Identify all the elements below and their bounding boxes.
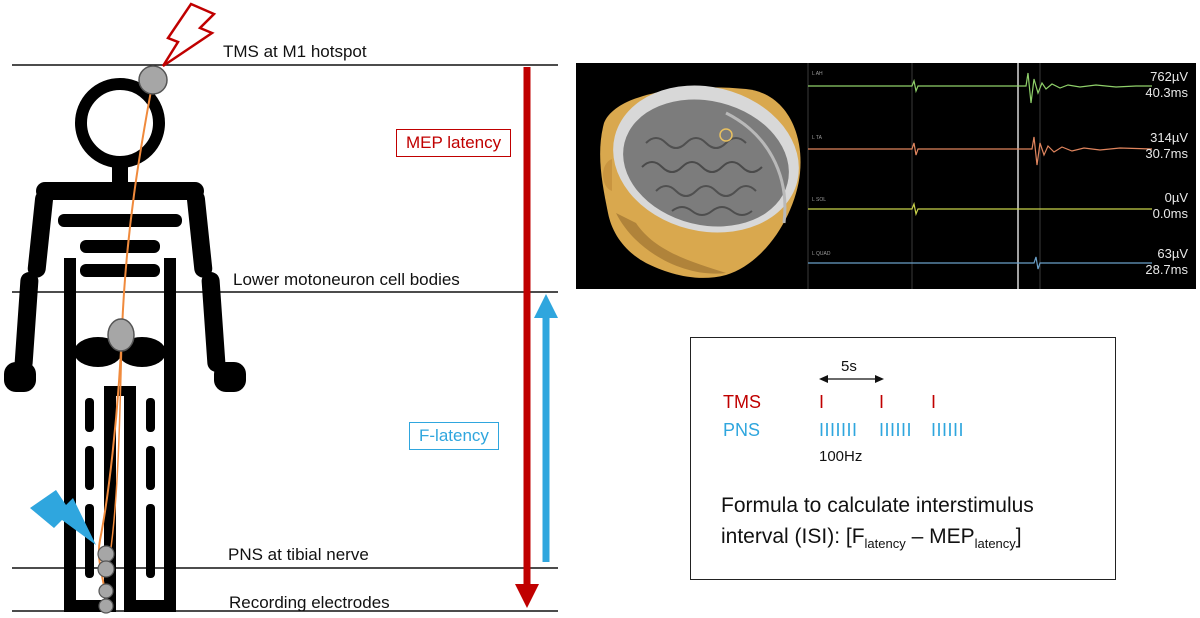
mep-arrow-head [515, 584, 539, 608]
label-lmn-level: Lower motoneuron cell bodies [233, 270, 460, 289]
brain-surface [623, 99, 789, 227]
frequency-label: 100Hz [819, 448, 863, 465]
arm-lower-right [201, 271, 226, 372]
neck [112, 166, 128, 186]
emg-amp-3: 0µV [1164, 190, 1188, 205]
target-marker [719, 128, 733, 142]
emg-readout-4: 63µV 28.7ms [1145, 246, 1188, 278]
bone-left-3 [85, 504, 94, 578]
tms-pulse-1: I [819, 392, 825, 412]
f-latency-label: F-latency [409, 422, 499, 450]
emg-trace-3 [808, 201, 1152, 217]
mep-latency-label: MEP latency [396, 129, 512, 157]
node-spinal [107, 318, 135, 352]
head [75, 78, 165, 168]
arm-inner-left [64, 258, 76, 338]
leg-left-outer [64, 330, 76, 612]
gyri-3 [655, 185, 757, 197]
emg-amp-1: 762µV [1150, 69, 1188, 84]
gyri-2 [641, 161, 763, 173]
formula-line-2: interval (ISI): [Flatency – MEPlatency] [721, 525, 1022, 551]
emg-lat-1: 40.3ms [1145, 85, 1188, 100]
pns-train-2: IIIIII [879, 420, 913, 440]
formula-line-1: Formula to calculate interstimulus [721, 494, 1034, 517]
node-cortex [138, 65, 168, 95]
emg-trace-2-tag: L TA [812, 135, 822, 141]
emg-lat-4: 28.7ms [1145, 262, 1188, 277]
emg-trace-4-tag: L QUAD [812, 251, 831, 257]
formula-part-dash: – MEP [905, 525, 975, 548]
arm-upper-left [27, 189, 54, 278]
formula-part-a: interval (ISI): [F [721, 525, 865, 548]
label-tms-level: TMS at M1 hotspot [223, 42, 367, 61]
emg-trace-3-tag: L SOL [812, 197, 826, 203]
ear [603, 159, 612, 191]
bone-left-2 [85, 446, 94, 490]
bone-right-1 [146, 398, 155, 432]
bone-left-1 [85, 398, 94, 432]
emg-recording-panel: L AH L TA L SOL L QUAD 762µV 40.3ms 314µ… [576, 63, 1196, 289]
emg-readout-2: 314µV 30.7ms [1145, 130, 1188, 162]
interval-label: 5s [841, 358, 857, 375]
leg-right-outer [164, 330, 176, 612]
brain-3d-render [600, 85, 801, 278]
rib-3 [80, 264, 160, 277]
flat-arrow-head [534, 294, 558, 318]
hand-right [214, 362, 246, 392]
hand-left [4, 362, 36, 392]
pns-train-3: IIIIII [931, 420, 965, 440]
formula-sub-f: latency [864, 536, 906, 552]
node-rec-2 [98, 598, 114, 614]
rib-2 [80, 240, 160, 253]
interval-arrow [819, 375, 884, 383]
emg-panel-graphics [600, 63, 1153, 289]
tms-lightning-icon [161, 2, 217, 68]
arm-inner-right [164, 258, 176, 338]
emg-trace-4 [808, 256, 1152, 270]
tms-row-label: TMS [723, 392, 761, 412]
head-shadow [616, 213, 726, 274]
emg-amp-4: 63µV [1157, 246, 1188, 261]
label-pns-level: PNS at tibial nerve [228, 545, 369, 564]
foot-right [124, 600, 176, 612]
emg-readout-1: 762µV 40.3ms [1145, 69, 1188, 101]
gyri-4 [671, 206, 753, 216]
leg-right-inner [124, 390, 136, 612]
pns-lightning-icon [30, 490, 96, 545]
pns-row-label: PNS [723, 420, 761, 440]
emg-lat-3: 0.0ms [1152, 206, 1188, 221]
bone-right-3 [146, 504, 155, 578]
emg-trace-1 [808, 72, 1152, 104]
label-rec-level: Recording electrodes [229, 593, 390, 612]
rib-1 [58, 214, 182, 227]
formula-sub-mep: latency [974, 536, 1016, 552]
emg-amp-2: 314µV [1150, 130, 1188, 145]
tms-pulse-3: I [931, 392, 937, 412]
pns-train-1: IIIIIII [819, 420, 858, 440]
formula-part-close: ] [1015, 525, 1022, 548]
node-pns-1 [97, 545, 115, 563]
tms-pulse-2: I [879, 392, 885, 412]
node-rec-1 [98, 583, 114, 599]
arm-upper-right [186, 189, 213, 278]
arm-lower-left [14, 271, 39, 372]
emg-trace-1-tag: L AH [812, 71, 823, 77]
emg-lat-2: 30.7ms [1145, 146, 1188, 161]
emg-readout-3: 0µV 0.0ms [1153, 190, 1188, 222]
isi-protocol-box: 5s TMS I I I PNS IIIIIII IIIIII IIIIII 1… [690, 337, 1116, 580]
nerve-branch [109, 329, 123, 556]
cut-plane [725, 111, 787, 224]
node-pns-2 [97, 560, 115, 578]
bone-right-2 [146, 446, 155, 490]
emg-trace-2 [808, 136, 1153, 166]
shoulders [36, 182, 204, 200]
